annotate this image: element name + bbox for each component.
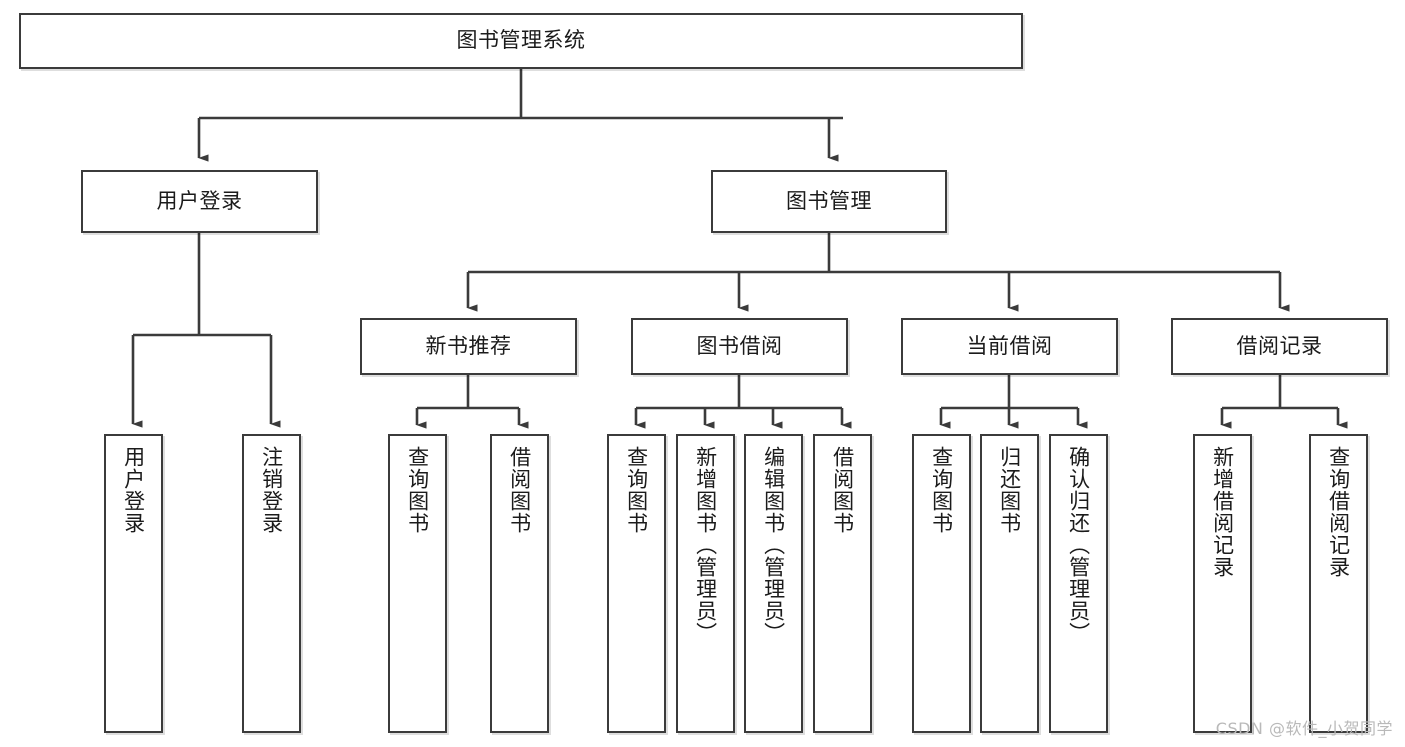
leaf-label: 新增图书（管理员）	[693, 446, 718, 644]
leaf-current-borrow-confirm-return[interactable]: 确认归还（管理员）	[1049, 434, 1108, 733]
node-root[interactable]: 图书管理系统	[19, 13, 1023, 69]
node-book-management[interactable]: 图书管理	[711, 170, 947, 233]
leaf-borrow-record-query[interactable]: 查询借阅记录	[1309, 434, 1368, 733]
leaf-current-borrow-query[interactable]: 查询图书	[912, 434, 971, 733]
leaf-book-borrow-borrow[interactable]: 借阅图书	[813, 434, 872, 733]
leaf-label: 借阅图书	[830, 446, 855, 534]
node-book-management-label: 图书管理	[786, 188, 872, 213]
leaf-label: 注销登录	[259, 446, 284, 534]
leaf-book-borrow-query[interactable]: 查询图书	[607, 434, 666, 733]
leaf-label: 编辑图书（管理员）	[761, 446, 786, 644]
leaf-new-book-borrow[interactable]: 借阅图书	[490, 434, 549, 733]
node-current-borrow-label: 当前借阅	[966, 333, 1053, 358]
leaf-label: 归还图书	[997, 446, 1022, 534]
leaf-book-borrow-add[interactable]: 新增图书（管理员）	[676, 434, 735, 733]
node-new-book-recommend[interactable]: 新书推荐	[360, 318, 577, 375]
leaf-label: 借阅图书	[507, 446, 532, 534]
node-book-borrow-label: 图书借阅	[696, 333, 783, 358]
leaf-label: 确认归还（管理员）	[1066, 446, 1091, 644]
leaf-new-book-query[interactable]: 查询图书	[388, 434, 447, 733]
leaf-label: 查询图书	[405, 446, 430, 534]
leaf-user-login-logout[interactable]: 注销登录	[242, 434, 301, 733]
leaf-label: 用户登录	[121, 446, 146, 534]
node-root-label: 图书管理系统	[456, 28, 586, 53]
watermark: CSDN @软件_小贺同学	[1215, 719, 1393, 738]
leaf-label: 查询图书	[929, 446, 954, 534]
leaf-label: 新增借阅记录	[1210, 446, 1235, 578]
node-user-login[interactable]: 用户登录	[81, 170, 318, 233]
node-current-borrow[interactable]: 当前借阅	[901, 318, 1118, 375]
node-book-borrow[interactable]: 图书借阅	[631, 318, 848, 375]
node-borrow-record[interactable]: 借阅记录	[1171, 318, 1388, 375]
node-user-login-label: 用户登录	[156, 188, 243, 213]
node-borrow-record-label: 借阅记录	[1236, 333, 1323, 358]
leaf-current-borrow-return[interactable]: 归还图书	[980, 434, 1039, 733]
leaf-borrow-record-add[interactable]: 新增借阅记录	[1193, 434, 1252, 733]
leaf-book-borrow-edit[interactable]: 编辑图书（管理员）	[744, 434, 803, 733]
leaf-label: 查询图书	[624, 446, 649, 534]
node-new-book-recommend-label: 新书推荐	[425, 333, 512, 358]
leaf-user-login-login[interactable]: 用户登录	[104, 434, 163, 733]
leaf-label: 查询借阅记录	[1326, 446, 1351, 578]
